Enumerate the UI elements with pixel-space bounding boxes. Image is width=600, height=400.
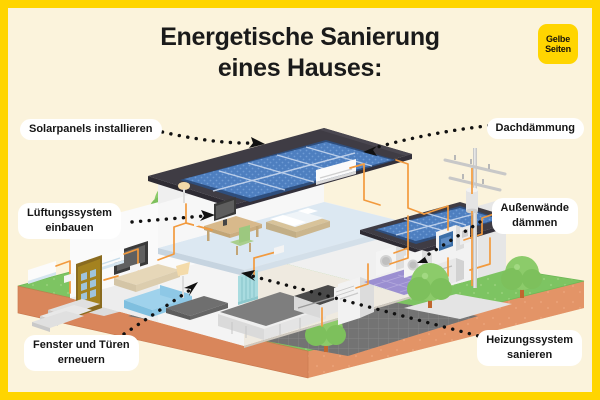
- title-line-1: Energetische Sanierung: [160, 23, 440, 51]
- callout-heizungssystem-line1: Heizungssystem: [486, 334, 573, 346]
- callout-aussenwaende: Außenwände dämmen: [491, 198, 578, 234]
- callout-fenster-tueren: Fenster und Türen erneuern: [24, 335, 139, 371]
- gelbe-seiten-logo[interactable]: Gelbe Seiten: [538, 24, 578, 64]
- poster-canvas: Energetische Sanierung eines Hauses: Gel…: [8, 8, 592, 392]
- callout-dachdaemmung: Dachdämmung: [486, 118, 584, 139]
- bedroom: [266, 208, 330, 238]
- ac-unit-upper: [316, 159, 356, 185]
- floor-lamp-living: [176, 262, 190, 298]
- arrow-head-roof: [363, 146, 377, 156]
- callout-arrows: [122, 122, 508, 340]
- utility-pole: [443, 148, 507, 288]
- page-title: Energetische Sanierung eines Hauses:: [8, 22, 592, 83]
- title-line-2: eines Hauses:: [217, 53, 383, 82]
- arrow-head-heating: [241, 270, 255, 281]
- logo-line-1: Gelbe: [545, 33, 570, 44]
- arrow-line-walls: [424, 220, 482, 258]
- arrow-line-solar: [152, 128, 255, 145]
- arrow-line-ventilation: [130, 214, 206, 224]
- ac-unit-lower-left: [28, 261, 56, 284]
- tree-right-far: [501, 256, 542, 298]
- desk-workspace: [204, 197, 262, 255]
- callout-lueftungssystem-line2: einbauen: [45, 221, 94, 234]
- arrow-line-heating: [250, 274, 488, 340]
- callout-lueftungssystem: Lüftungssystem einbauen: [18, 203, 121, 239]
- logo-line-2: Seiten: [545, 44, 571, 54]
- wall-vent-grille: [334, 281, 356, 300]
- entrance-steps: [32, 299, 100, 332]
- callout-fenster-tueren-line2: erneuern: [57, 353, 105, 366]
- callout-aussenwaende-line1: Außenwände: [500, 202, 569, 214]
- arrow-head-ventilation: [200, 210, 215, 221]
- callout-heizungssystem-line2: sanieren: [506, 348, 553, 361]
- solar-array-main: [180, 140, 396, 202]
- arrow-head-walls: [417, 253, 430, 263]
- callout-dachdaemmung-line1: Dachdämmung: [495, 122, 575, 134]
- callout-solarpanels-line1: Solarpanels installieren: [29, 123, 153, 135]
- callout-fenster-tueren-line1: Fenster und Türen: [33, 339, 130, 351]
- arrow-line-roof: [372, 122, 508, 150]
- callout-heizungssystem: Heizungssystem sanieren: [477, 330, 582, 366]
- callout-aussenwaende-line2: dämmen: [512, 216, 558, 229]
- tree-right-near-annex: [407, 263, 452, 308]
- arrow-line-windows: [122, 288, 192, 336]
- wall-sockets: [64, 217, 284, 283]
- arrow-head-solar: [249, 137, 265, 148]
- floor-lamp-upper: [178, 182, 190, 203]
- arrow-head-windows: [184, 282, 198, 296]
- callout-solarpanels: Solarpanels installieren: [20, 119, 162, 140]
- callout-lueftungssystem-line1: Lüftungssystem: [27, 207, 112, 219]
